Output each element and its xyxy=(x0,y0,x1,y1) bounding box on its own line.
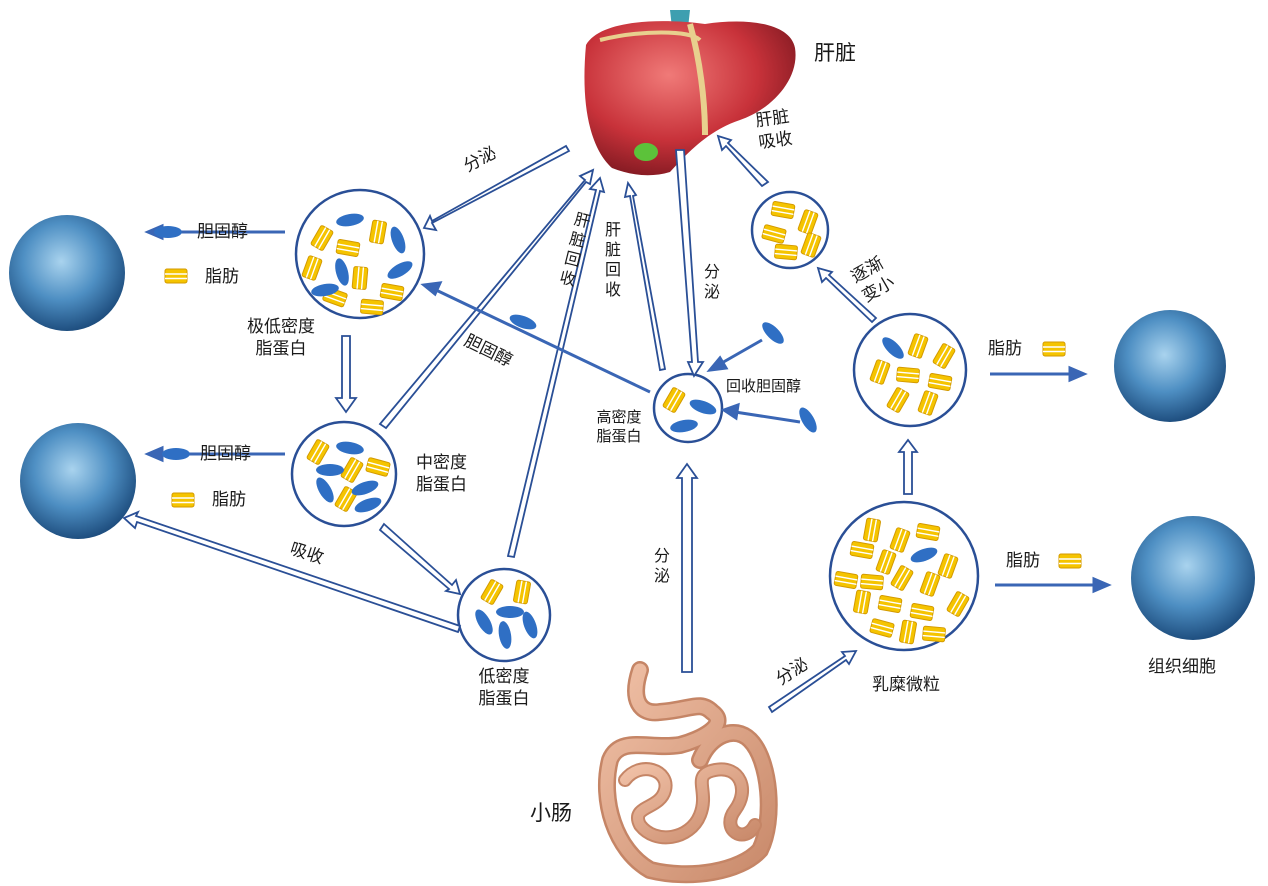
tissue-cell-label: 组织细胞 xyxy=(1148,657,1216,677)
arrow-recover-cholesterol-1 xyxy=(719,338,763,366)
ldl-particle xyxy=(456,567,552,663)
cholesterol-icon-2 xyxy=(162,448,190,460)
vldl-particle xyxy=(294,188,426,320)
arrow-vldl-to-idl xyxy=(334,335,358,414)
idl-label-line1: 中密度 xyxy=(416,453,467,473)
idl-label: 中密度 脂蛋白 xyxy=(416,452,467,496)
small-chylomicron-particle xyxy=(750,190,830,270)
arrow-shrink xyxy=(816,266,878,324)
vldl-label: 极低密度 脂蛋白 xyxy=(233,316,329,360)
arrow-chylo-up xyxy=(897,438,919,495)
arrow-hdl-to-liver xyxy=(623,180,667,372)
hdl-label-line2: 脂蛋白 xyxy=(596,427,642,445)
cholesterol-icon-free-1 xyxy=(507,311,539,333)
arrow-idl-to-liver xyxy=(378,168,595,430)
cholesterol-icon-1 xyxy=(154,226,182,238)
liver-recover-label-2: 肝脏回收 xyxy=(604,220,621,299)
liver-absorb-label: 肝脏 吸收 xyxy=(749,105,799,155)
arrow-idl-to-ldl xyxy=(378,522,462,596)
idl-particle xyxy=(290,420,398,528)
tissue-cell-3 xyxy=(1114,310,1226,422)
ldl-label: 低密度 脂蛋白 xyxy=(464,666,544,710)
tissue-cell-2 xyxy=(20,423,136,539)
vldl-label-line2: 脂蛋白 xyxy=(255,339,307,359)
fat-icon-2 xyxy=(171,492,195,508)
recover-cholesterol-label: 回收胆固醇 xyxy=(726,377,802,395)
arrow-ldl-to-cell xyxy=(122,510,462,634)
vldl-label-line1: 极低密度 xyxy=(247,317,315,337)
fat-label-3: 脂肪 xyxy=(988,339,1022,359)
liver-label: 肝脏 xyxy=(814,41,856,65)
liver-image xyxy=(584,10,796,176)
hollow-arrows xyxy=(122,134,919,714)
hdl-label: 高密度 脂蛋白 xyxy=(584,408,654,446)
chylomicron-label: 乳糜微粒 xyxy=(872,675,940,695)
arrow-liver-to-vldl xyxy=(422,144,571,232)
cholesterol-icon-free-3 xyxy=(795,404,821,436)
ldl-label-line1: 低密度 xyxy=(478,667,530,687)
arrow-intestine-to-chylo xyxy=(767,649,858,714)
arrow-recover-cholesterol-2 xyxy=(734,410,801,424)
secrete-label-intestine: 分泌 xyxy=(653,546,670,585)
ldl-label-line2: 脂蛋白 xyxy=(478,689,530,709)
secrete-label-hdl: 分泌 xyxy=(703,262,720,301)
fat-icon-1 xyxy=(164,268,188,284)
intestine-label: 小肠 xyxy=(530,801,572,825)
arrow-liver-to-hdl xyxy=(675,149,705,378)
fat-label-4: 脂肪 xyxy=(1006,551,1040,571)
arrow-intestine-to-hdl xyxy=(675,462,699,673)
arrow-hdl-to-vldl-cholesterol xyxy=(435,288,651,394)
fat-icon-4 xyxy=(1058,553,1082,569)
cholesterol-label-1: 胆固醇 xyxy=(197,222,248,242)
cholesterol-label-2: 胆固醇 xyxy=(200,444,251,464)
intestine-image xyxy=(598,661,778,884)
arrow-chylo-to-liver xyxy=(716,134,770,188)
chylomicron-particle xyxy=(828,500,980,652)
hdl-particle xyxy=(652,372,724,444)
fat-label-1: 脂肪 xyxy=(205,267,239,287)
idl-label-line2: 脂蛋白 xyxy=(416,475,467,495)
cholesterol-icon-free-2 xyxy=(758,318,788,348)
medium-chylomicron-particle xyxy=(852,312,968,428)
hdl-label-line1: 高密度 xyxy=(596,408,642,426)
fat-label-2: 脂肪 xyxy=(212,490,246,510)
tissue-cell-1 xyxy=(9,215,125,331)
tissue-cell-4 xyxy=(1131,516,1255,640)
fat-icon-3 xyxy=(1042,341,1066,357)
arrow-ldl-to-liver xyxy=(506,176,606,559)
